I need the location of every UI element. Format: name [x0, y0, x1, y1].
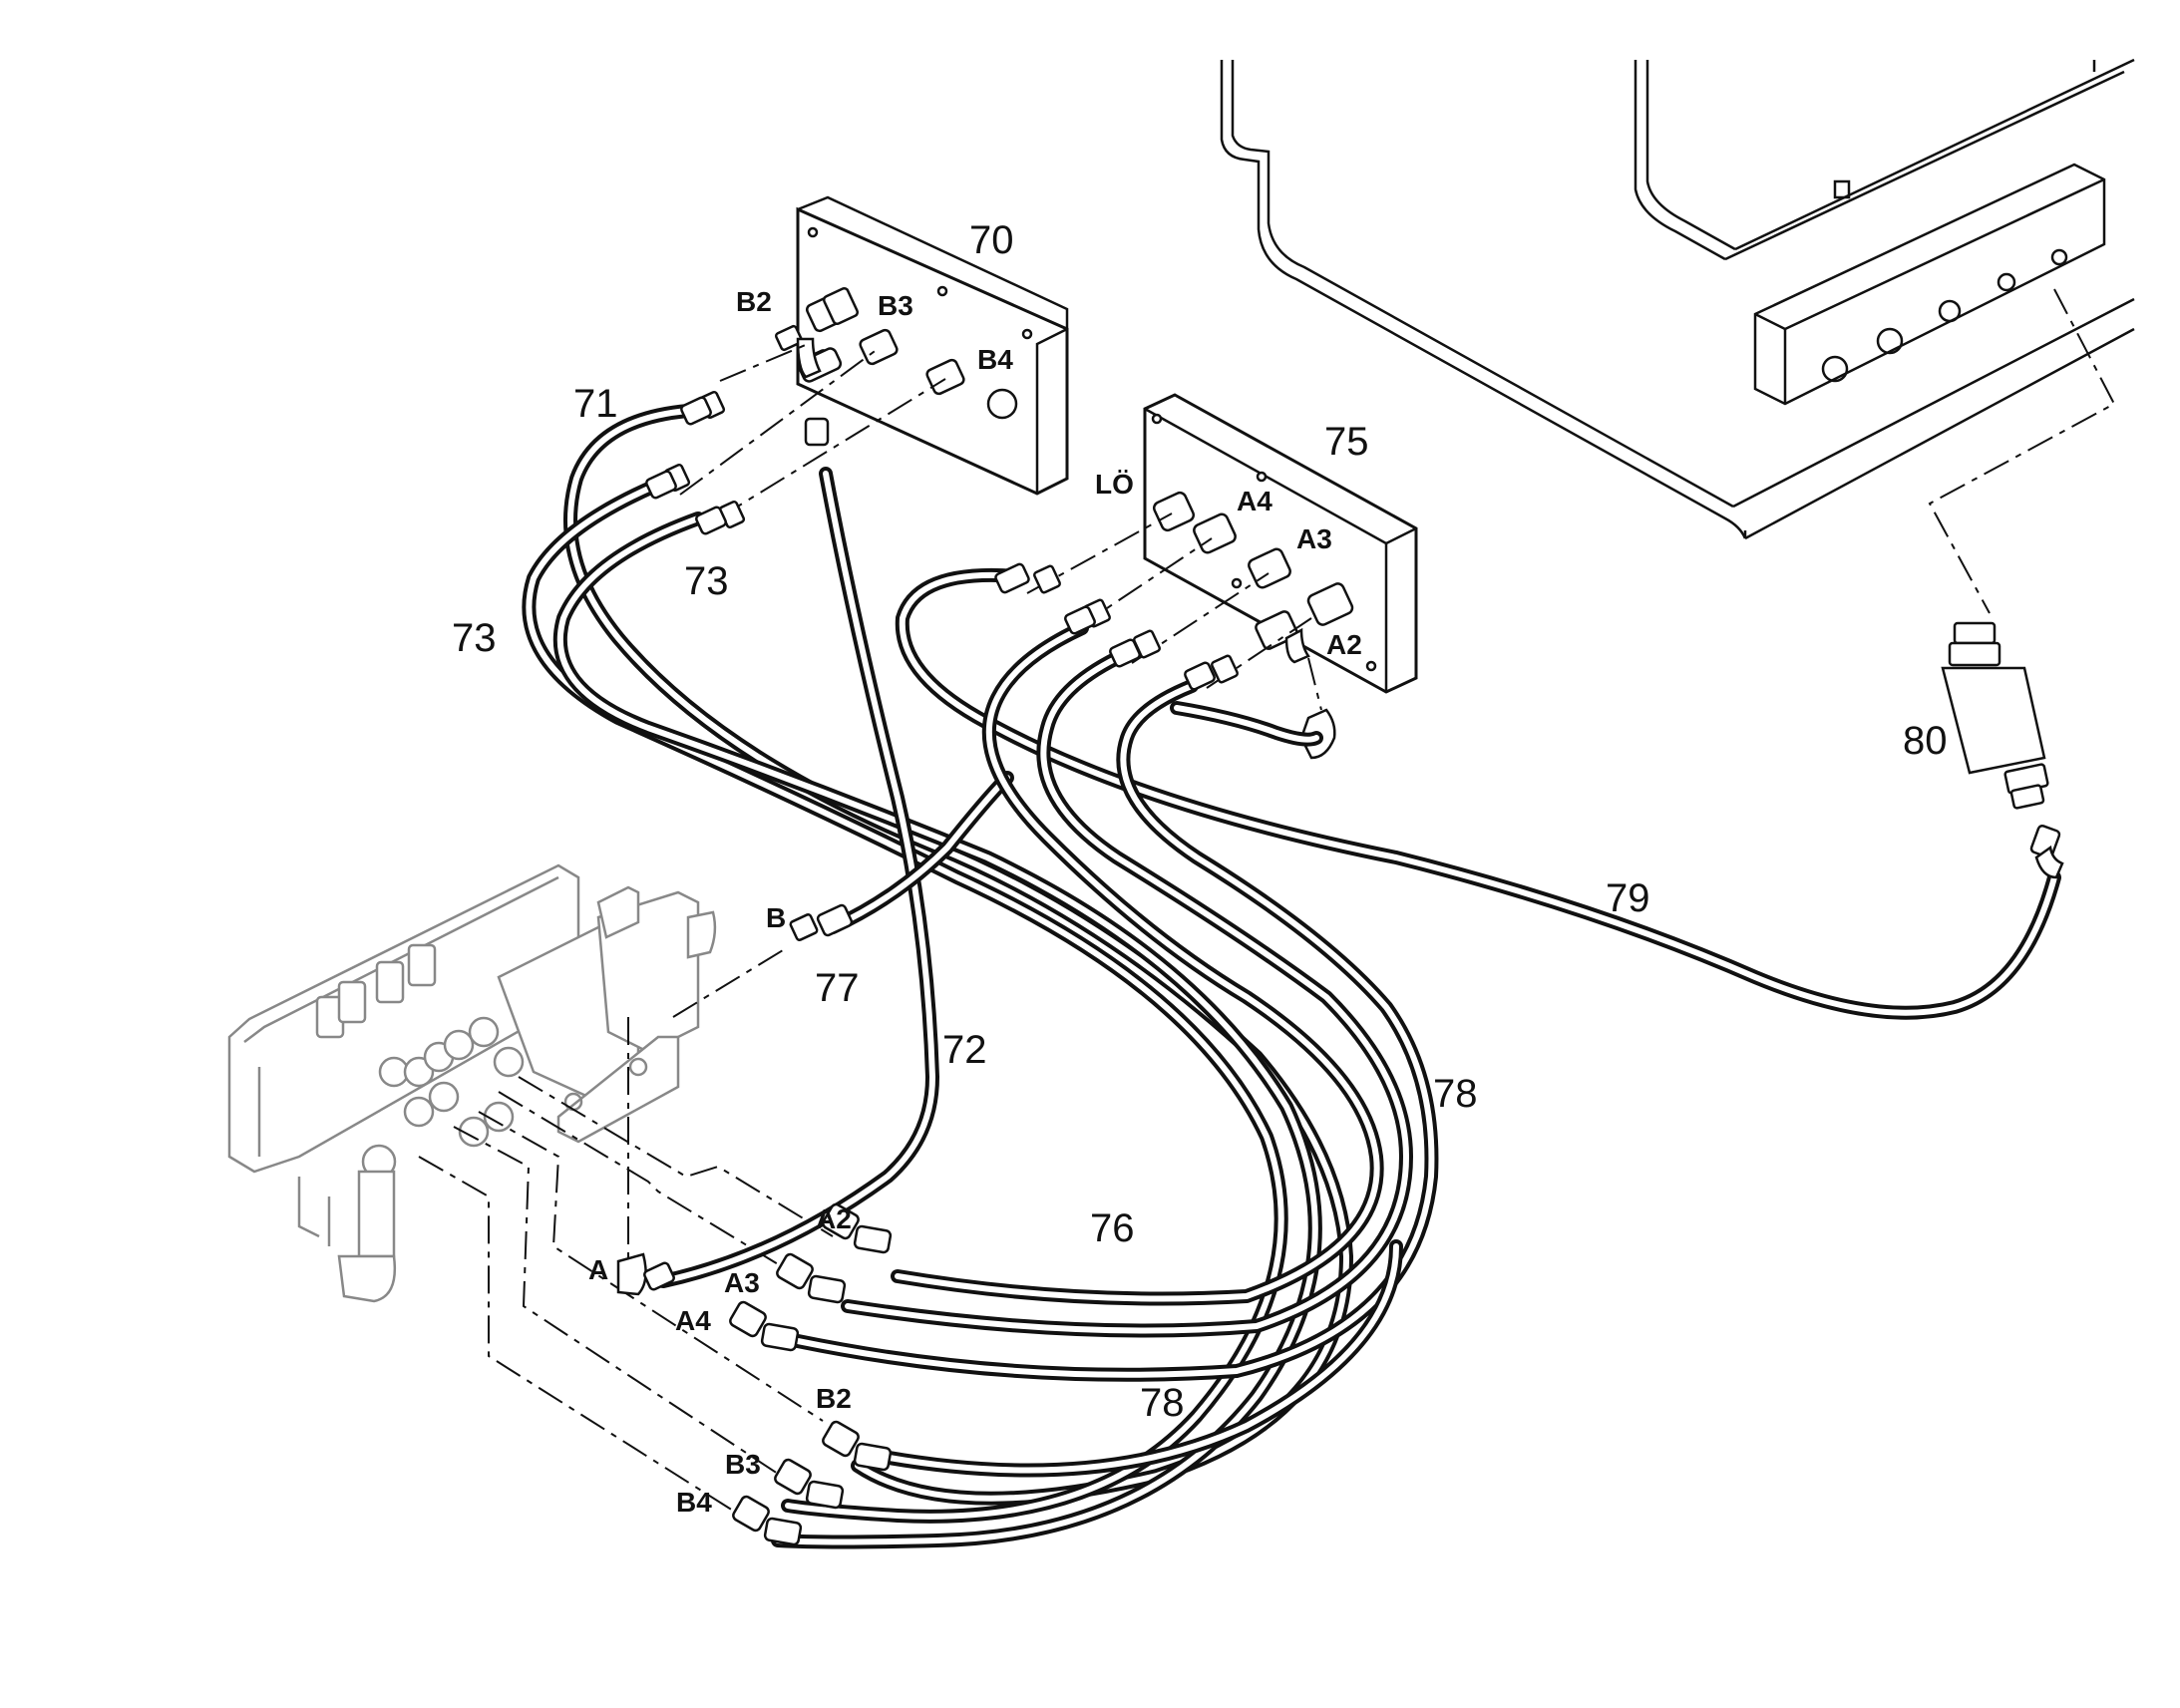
- port-label-plate70-b4: B4: [977, 344, 1013, 375]
- hose-bundle: [522, 404, 2061, 1549]
- part-number-79: 79: [1606, 876, 1650, 920]
- port-label-hose-a4: A4: [675, 1305, 711, 1336]
- hose-end-fittings: [616, 390, 2064, 1546]
- port-label-plate75-a3: A3: [1296, 523, 1332, 554]
- valve-plate-75: [1143, 393, 1418, 760]
- part-number-78-right: 78: [1433, 1072, 1478, 1116]
- port-label-plate75-a4: A4: [1237, 486, 1272, 516]
- port-label-hose-b4: B4: [676, 1487, 712, 1518]
- part-number-71: 71: [573, 382, 618, 426]
- port-label-plate75-lo: LÖ: [1095, 469, 1134, 500]
- part-number-75: 75: [1324, 420, 1369, 464]
- control-valve-block: [227, 863, 717, 1303]
- part-number-73-left: 73: [452, 616, 497, 660]
- part-number-78-lower: 78: [1140, 1381, 1185, 1425]
- part-number-72: 72: [942, 1028, 987, 1072]
- part-number-77: 77: [815, 966, 860, 1010]
- part-number-76: 76: [1090, 1206, 1135, 1250]
- port-labels: B2 B3 B4 LÖ A4 A3 A2 B A A2 A3 A4 B2 B3 …: [588, 286, 1362, 1518]
- port-label-hose-a3: A3: [724, 1267, 760, 1298]
- port-label-hose-a2: A2: [816, 1203, 852, 1234]
- part-number-73-upper: 73: [684, 559, 729, 603]
- port-label-plate70-b3: B3: [878, 290, 913, 321]
- machine-frame: [1220, 58, 2135, 540]
- port-label-hose-b3: B3: [725, 1449, 761, 1480]
- port-label-valve-a: A: [588, 1254, 608, 1285]
- part-number-70: 70: [969, 218, 1014, 262]
- pressure-switch-80: [1941, 621, 2049, 810]
- port-label-plate70-b2: B2: [736, 286, 772, 317]
- part-number-callouts: 70 71 73 73 75 77 72 76 78 78 79 80: [452, 218, 1948, 1425]
- valve-plate-70: [774, 195, 1069, 496]
- port-label-hose-b2: B2: [816, 1383, 852, 1414]
- port-label-plate75-a2: A2: [1326, 629, 1362, 660]
- port-label-valve-b: B: [766, 902, 786, 933]
- part-number-80: 80: [1903, 719, 1948, 763]
